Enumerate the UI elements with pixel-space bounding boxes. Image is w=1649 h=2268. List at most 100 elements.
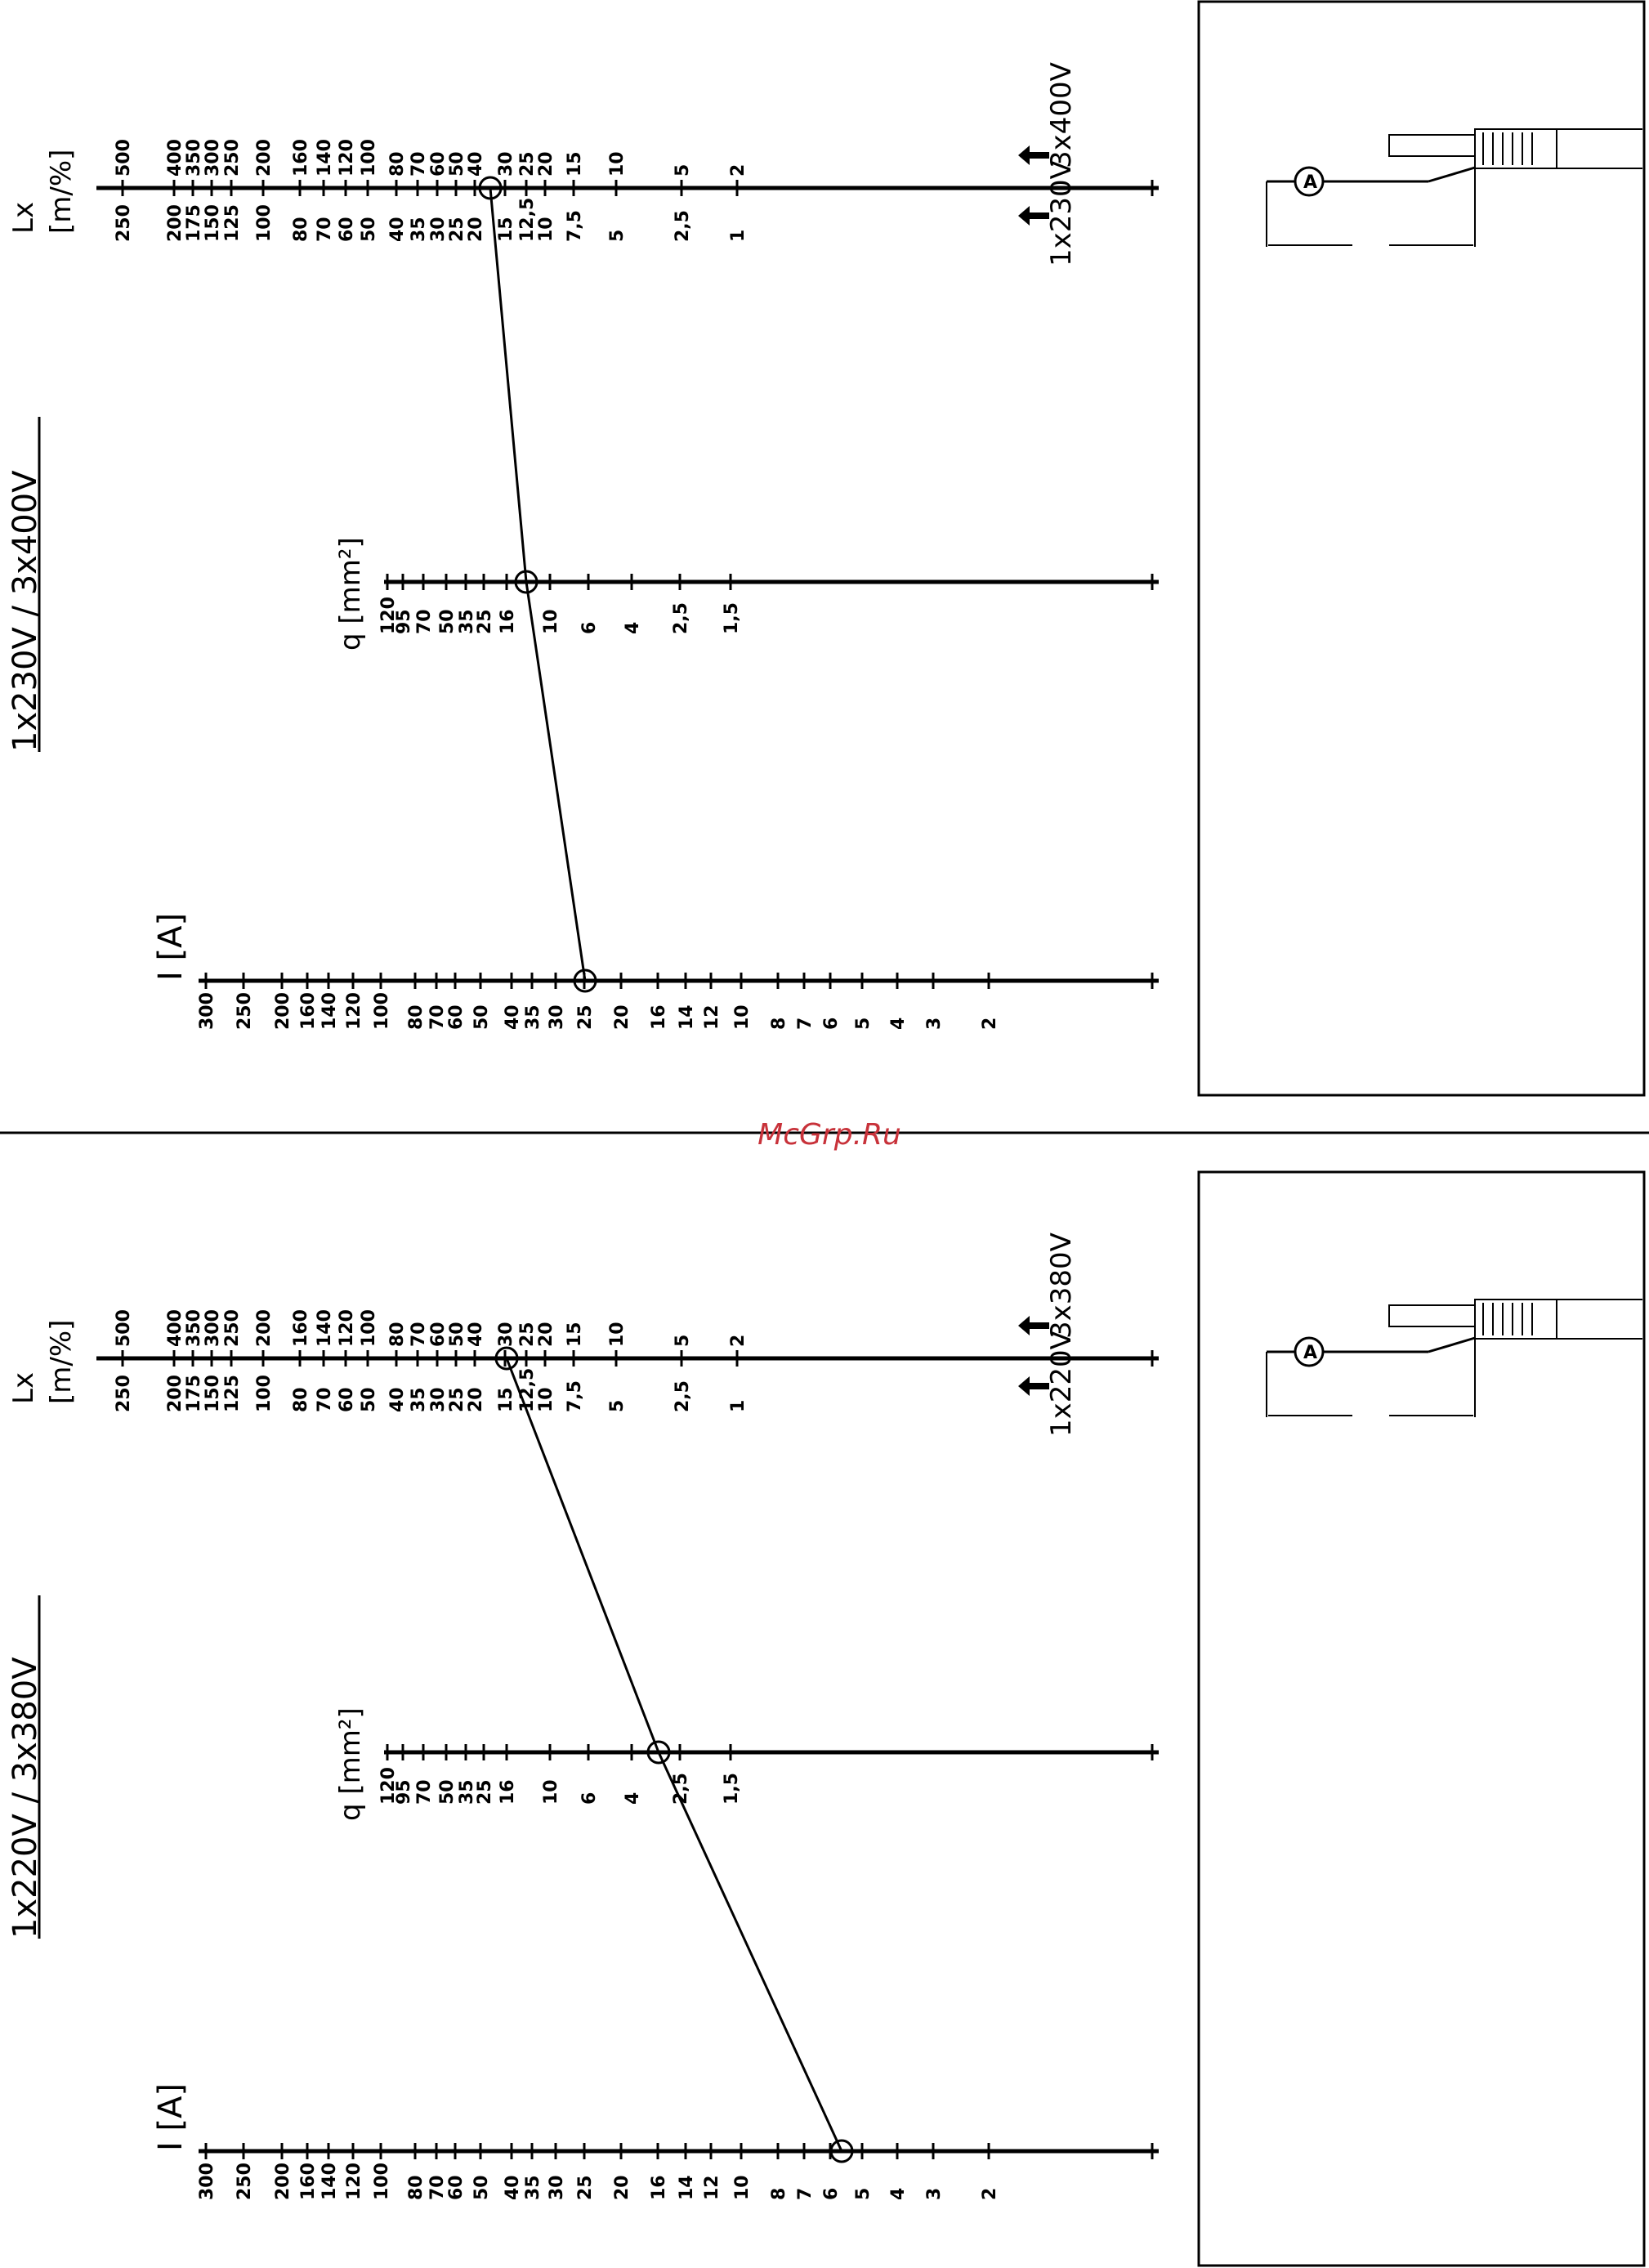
section-tick-label: 120 [378, 1767, 399, 1805]
section-tick-label: 1,5 [722, 1773, 742, 1805]
length-right-tick-label: 250 [222, 1309, 243, 1347]
length-left-tick-label: 1 [728, 1400, 749, 1412]
length-left-tick-label: 35 [409, 1387, 429, 1412]
length-right-tick-label: 10 [607, 1322, 628, 1347]
length-right-tick-label: 40 [466, 1322, 486, 1347]
current-tick-label: 120 [344, 992, 364, 1030]
length-right-tick-label: 160 [291, 1309, 311, 1347]
length-left-tick-label: 2,5 [673, 1380, 693, 1412]
section-tick-label: 35 [457, 609, 477, 634]
length-right-tick-label: 250 [222, 139, 243, 177]
current-tick-label: 40 [503, 1004, 523, 1030]
length-right-tick-label: 200 [254, 139, 275, 177]
current-tick-label: 4 [888, 1018, 909, 1030]
length-right-tick-label: 5 [673, 1335, 693, 1347]
plug-icon [1474, 128, 1557, 169]
length-right-tick-label: 60 [428, 151, 449, 177]
example-point [573, 968, 597, 993]
voltage-left-label: 1x230V [1045, 160, 1078, 266]
example-line [505, 1358, 843, 2152]
length-left-tick-label: 12,5 [517, 198, 538, 242]
current-tick-label: 50 [471, 2175, 492, 2200]
current-tick-label: 100 [372, 2163, 392, 2200]
length-left-tick-label: 20 [466, 217, 486, 242]
section-tick-label: 10 [541, 1779, 561, 1805]
length-axis-unit: [m/%] [45, 1320, 78, 1404]
current-tick-label: 2 [980, 1018, 1000, 1030]
section-tick-label: 16 [498, 1779, 518, 1805]
length-left-tick-label: 100 [254, 204, 275, 242]
current-tick-label: 120 [344, 2163, 364, 2200]
current-tick-label: 70 [427, 2175, 448, 2200]
section-tick-label: 50 [437, 1779, 458, 1805]
section-tick-label: 70 [414, 1779, 435, 1805]
current-tick-label: 30 [547, 1004, 567, 1030]
current-tick-label: 50 [471, 1004, 492, 1030]
length-right-tick-label: 15 [565, 1322, 585, 1347]
current-tick-label: 5 [853, 1018, 874, 1030]
length-right-tick-label: 400 [165, 139, 185, 177]
length-left-tick-label: 80 [291, 217, 311, 242]
current-tick-label: 60 [446, 2175, 467, 2200]
length-left-tick-label: 40 [387, 217, 408, 242]
length-left-tick-label: 10 [536, 217, 556, 242]
current-tick-label: 16 [649, 1004, 669, 1030]
ammeter-label: A [1303, 172, 1317, 193]
arrow-icon [1018, 145, 1049, 165]
current-tick-label: 20 [612, 2175, 632, 2200]
section-tick-label: 35 [457, 1779, 477, 1805]
length-left-tick-label: 125 [222, 1375, 243, 1412]
section-tick-label: 4 [623, 622, 643, 634]
length-left-tick-label: 40 [387, 1387, 408, 1412]
current-tick-label: 10 [732, 1004, 753, 1030]
length-axis-unit: [m/%] [45, 150, 78, 234]
length-right-tick-label: 100 [359, 1309, 379, 1347]
length-left-tick-label: 5 [607, 230, 628, 242]
example-line [489, 187, 587, 982]
wire [1428, 166, 1476, 183]
length-axis-label: Lx [7, 1372, 40, 1404]
current-tick-label: 25 [575, 2175, 596, 2200]
panel-title: 1x220V / 3x380V [7, 1657, 44, 1939]
ammeter-label: A [1303, 1343, 1317, 1363]
section-tick-label: 10 [541, 609, 561, 634]
length-left-tick-label: 125 [222, 204, 243, 242]
current-axis-label: I [A] [152, 913, 190, 981]
current-tick-label: 5 [853, 2188, 874, 2200]
length-right-tick-label: 350 [184, 1309, 204, 1347]
section-tick-label: 25 [475, 1779, 495, 1805]
length-right-tick-label: 2 [728, 1335, 749, 1347]
example-point [514, 570, 538, 594]
schematic-box [1197, 0, 1646, 1097]
schematic-box [1197, 1170, 1646, 2267]
cable-icon [1388, 134, 1476, 157]
example-point [829, 2139, 854, 2163]
length-right-tick-label: 100 [359, 139, 379, 177]
current-tick-label: 160 [298, 2163, 319, 2200]
current-tick-label: 200 [273, 2163, 293, 2200]
section-tick-label: 120 [378, 597, 399, 634]
current-tick-label: 300 [197, 2163, 217, 2200]
length-left-tick-label: 70 [315, 1387, 335, 1412]
length-left-tick-label: 15 [496, 1387, 516, 1412]
length-right-tick-label: 20 [536, 1322, 556, 1347]
current-tick-label: 250 [235, 992, 255, 1030]
example-point [494, 1346, 519, 1371]
current-tick-label: 160 [298, 992, 319, 1030]
current-tick-label: 30 [547, 2175, 567, 2200]
length-left-tick-label: 175 [184, 1375, 204, 1412]
length-left-tick-label: 250 [114, 1375, 134, 1412]
length-right-tick-label: 160 [291, 139, 311, 177]
length-right-tick-label: 20 [536, 151, 556, 177]
section-tick-label: 95 [394, 609, 414, 634]
current-tick-label: 25 [575, 1004, 596, 1030]
current-tick-label: 3 [924, 2188, 945, 2200]
length-left-tick-label: 50 [359, 1387, 379, 1412]
schematic: A [1266, 128, 1642, 247]
watermark: McGrp.Ru [757, 1118, 901, 1152]
plug-icon [1474, 1299, 1557, 1340]
current-tick-label: 20 [612, 1004, 632, 1030]
section-tick-label: 6 [579, 1792, 600, 1805]
